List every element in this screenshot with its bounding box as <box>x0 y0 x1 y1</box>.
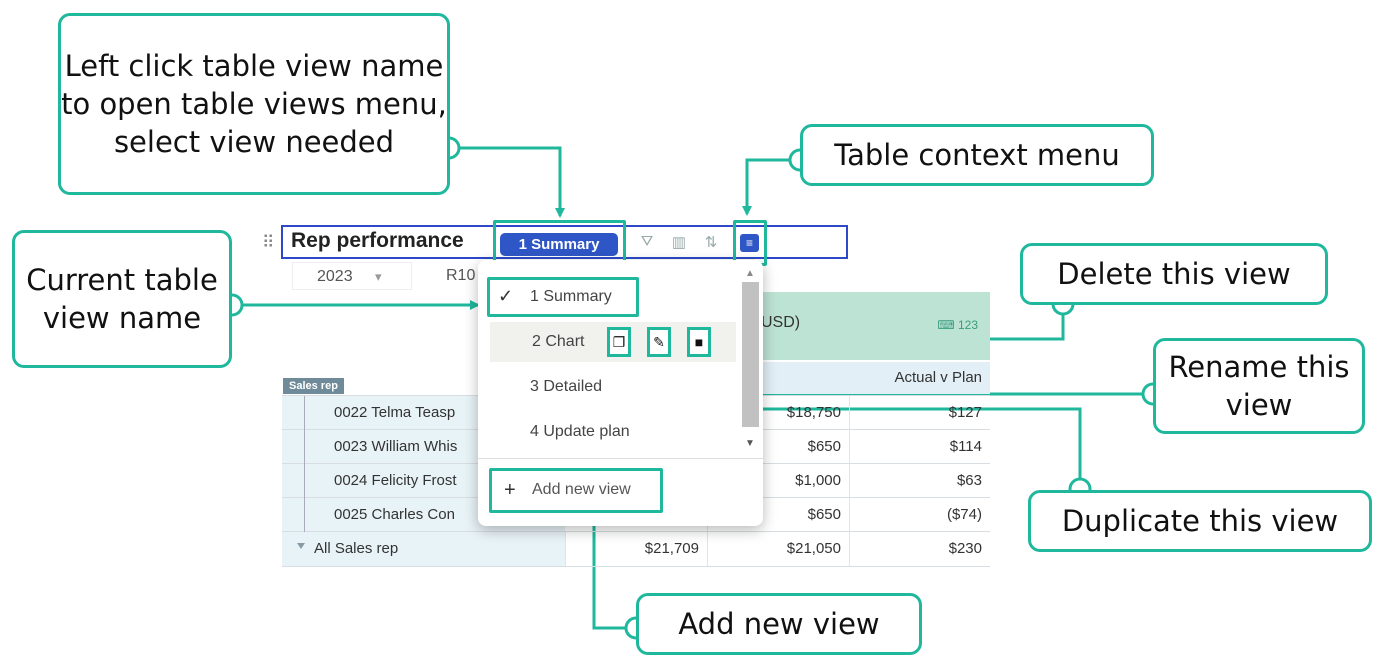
cell[interactable]: $127 <box>849 396 990 430</box>
cell[interactable]: $63 <box>849 464 990 498</box>
chevron-down-icon: ▾ <box>375 269 382 284</box>
leader-context-menu <box>742 158 800 216</box>
highlight-add-view <box>489 468 663 513</box>
year-filter[interactable]: 2023 ▾ <box>292 262 412 290</box>
menu-divider <box>478 458 763 459</box>
tree-line <box>304 396 305 532</box>
chart-icon[interactable]: ▥ <box>671 234 687 251</box>
scroll-down-icon[interactable]: ▼ <box>745 438 755 449</box>
dimension-tag[interactable]: Sales rep <box>283 378 344 394</box>
filter-icon[interactable]: ⛛ <box>640 233 654 250</box>
add-new-view-button[interactable]: + Add new view <box>492 470 660 510</box>
cell[interactable]: ($74) <box>849 498 990 532</box>
measure-title: USD) <box>761 314 801 331</box>
cell[interactable]: $114 <box>849 430 990 464</box>
table-title: Rep performance <box>291 229 464 252</box>
menu-item-update-plan[interactable]: 4 Update plan <box>530 423 630 440</box>
menu-item-summary[interactable]: 1 Summary <box>530 288 612 305</box>
views-menu <box>478 260 763 526</box>
highlight-current-view <box>487 277 639 317</box>
add-new-view-label: Add new view <box>532 481 631 498</box>
leader-left-click <box>449 146 565 218</box>
cell[interactable]: $230 <box>849 532 990 566</box>
context-menu-icon[interactable]: ≡ <box>740 234 759 252</box>
menu-scroll-thumb[interactable] <box>742 282 759 427</box>
rename-icon[interactable]: ✎ <box>647 327 671 357</box>
plus-icon: + <box>504 479 516 501</box>
total-label[interactable]: All Sales rep <box>282 532 565 566</box>
callout-context-menu: Table context menu <box>800 124 1154 186</box>
cell[interactable]: $21,709 <box>565 532 707 566</box>
column-header-actual-v-plan[interactable]: Actual v Plan <box>894 369 982 386</box>
callout-delete-view: Delete this view <box>1020 243 1328 305</box>
callout-left-click: Left click table view name to open table… <box>58 13 450 195</box>
region-filter[interactable]: R10 <box>446 267 476 284</box>
collapse-icon[interactable] <box>297 543 305 549</box>
menu-item-detailed[interactable]: 3 Detailed <box>530 378 603 395</box>
callout-duplicate-view: Duplicate this view <box>1028 490 1372 552</box>
keyboard-icon: ⌨ 123 <box>937 318 978 332</box>
year-filter-value: 2023 <box>317 268 353 285</box>
callout-current-view: Current table view name <box>12 230 232 368</box>
check-icon: ✓ <box>498 286 514 306</box>
callout-rename-view: Rename this view <box>1153 338 1365 434</box>
duplicate-icon[interactable]: ❐ <box>607 327 631 357</box>
pivot-icon[interactable]: ⇅ <box>704 234 718 251</box>
table-header-frame <box>281 225 848 259</box>
callout-add-new-view: Add new view <box>636 593 922 655</box>
scroll-up-icon[interactable]: ▲ <box>745 268 755 279</box>
cell[interactable]: $21,050 <box>707 532 849 566</box>
drag-handle-icon[interactable]: ⠿ <box>262 233 275 252</box>
total-row: All Sales rep $21,709 $21,050 $230 <box>282 531 990 567</box>
delete-icon[interactable]: ■ <box>687 327 711 357</box>
current-view-button[interactable]: 1 Summary <box>500 233 618 256</box>
